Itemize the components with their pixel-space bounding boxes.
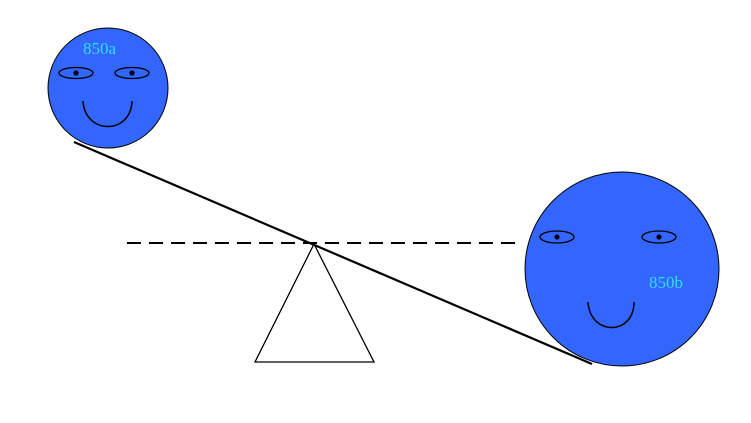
left-face-left-eye xyxy=(58,66,94,80)
right-face-left-pupil xyxy=(554,234,560,240)
left-face-right-pupil xyxy=(129,70,135,76)
left-face-right-eye xyxy=(114,66,150,80)
left-face: 850a xyxy=(47,27,169,149)
left-face-circle xyxy=(47,27,169,149)
right-face-circle xyxy=(524,171,720,367)
seesaw-plank xyxy=(73,140,593,366)
fulcrum-triangle xyxy=(253,242,376,363)
right-face-label: 850b xyxy=(649,273,683,292)
left-face-label: 850a xyxy=(83,39,117,58)
left-face-smile xyxy=(82,100,133,128)
right-face-right-eye xyxy=(641,230,677,244)
right-face-right-pupil xyxy=(656,234,662,240)
left-face-left-pupil xyxy=(73,70,79,76)
right-face-smile xyxy=(587,301,635,329)
right-face: 850b xyxy=(524,171,720,367)
right-face-left-eye xyxy=(539,230,575,244)
